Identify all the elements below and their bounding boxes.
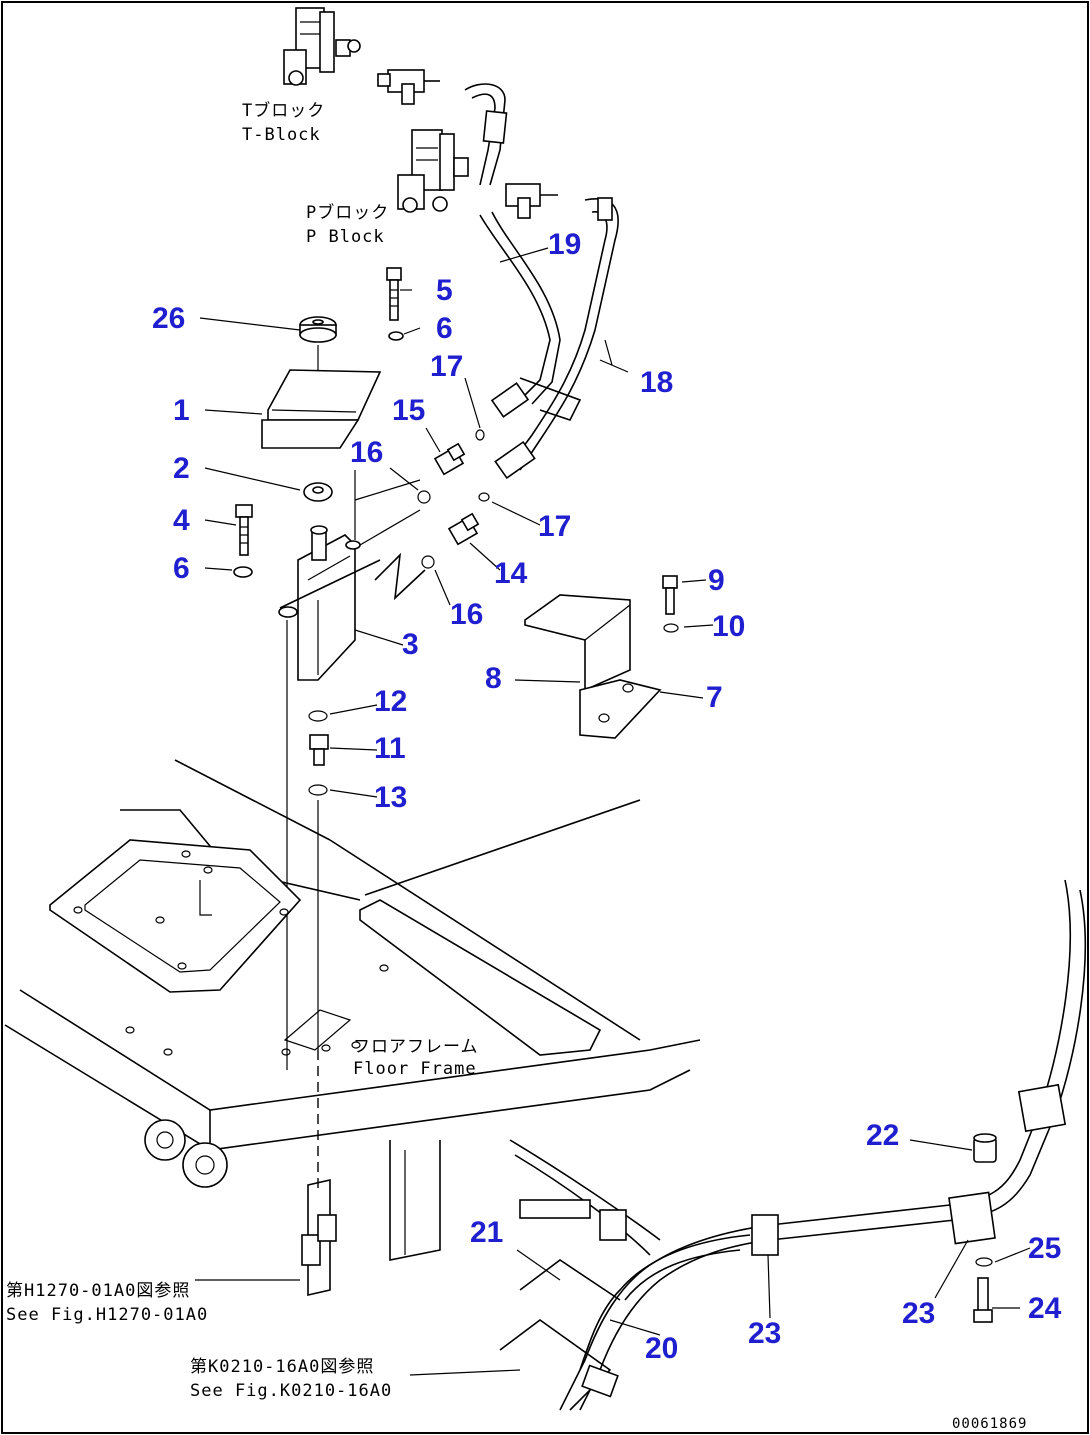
callout-12: 12 [374,685,407,718]
part-24-bolt [973,1277,993,1323]
floor-frame-label-en: Floor Frame [353,1059,477,1079]
t-block-fitting [377,69,440,105]
part-1-cover [261,369,382,449]
o-ring-16-lower [421,555,435,569]
part-23-clamp-left [751,1214,779,1256]
callout-13: 13 [374,781,407,814]
wiring-harness [499,879,1087,1411]
reference-2-en: See Fig.K0210-16A0 [190,1381,392,1401]
callout-23-left: 23 [748,1317,781,1350]
callout-4: 4 [173,504,190,537]
break-symbol [374,552,426,601]
part-2-nut [303,482,333,502]
washer-12 [308,710,328,722]
callout-7: 7 [706,681,723,714]
part-21-connector [519,1199,627,1241]
callout-5: 5 [436,274,453,307]
text-notes: Tブロック T-Block Pブロック P Block フロアフレーム Floo… [6,100,1027,1432]
callout-10: 10 [712,610,745,643]
floor-frame-label-jp: フロアフレーム [353,1037,479,1057]
callout-17-upper: 17 [430,350,463,383]
hose-19 [479,211,561,405]
callout-9: 9 [708,564,725,597]
part-11-switch [309,734,329,766]
part-20-clamp [581,1364,619,1398]
callout-26: 26 [152,302,185,335]
callout-25: 25 [1028,1232,1061,1265]
reference-2-jp: 第K0210-16A0図参照 [190,1357,374,1377]
o-ring-17-lower [478,492,490,502]
callout-2: 2 [173,452,190,485]
p-block-label-jp: Pブロック [306,202,389,223]
frame-pivot [144,1119,441,1261]
p-block-fitting [505,183,558,219]
part-22-spacer [973,1133,997,1163]
part-23-clamp-right [948,1191,996,1245]
callout-20: 20 [645,1332,678,1365]
part-6-washer-lower [233,566,253,578]
part-4-bolt [235,504,253,556]
callout-17-lower: 17 [538,510,571,543]
part-7-bracket [579,679,662,739]
callout-8: 8 [485,662,502,695]
part-25-washer [975,1257,993,1267]
callout-3: 3 [402,628,419,661]
t-block-label-en: T-Block [242,125,321,145]
o-ring-16-upper [417,490,431,504]
callout-16-lower: 16 [450,598,483,631]
callout-23-right: 23 [902,1297,935,1330]
callout-labels: 26 1 2 4 6 5 6 17 15 16 19 18 17 14 16 3… [152,228,1062,1365]
t-block-label-jp: Tブロック [242,100,325,121]
upper-harness-clamp [1017,1083,1067,1133]
part-15-adapter [433,442,466,476]
hose-end-fittings [490,377,582,480]
cable-stub [301,1178,337,1297]
part-5-bolt [386,267,402,321]
callout-1: 1 [173,394,190,427]
p-block-valve [397,129,469,213]
callout-18: 18 [640,366,673,399]
o-ring-17-upper [475,429,485,441]
leader-lines [195,247,1031,1376]
reference-1-jp: 第H1270-01A0図参照 [6,1281,190,1301]
t-block-valve [283,7,361,86]
callout-19: 19 [548,228,581,261]
washer-13 [308,784,328,796]
floor-frame [4,759,701,1151]
part-10-washer [663,623,679,633]
part-3-bracket [278,525,381,681]
p-block-label-en: P Block [306,227,385,247]
part-14-adapter [447,512,480,546]
reference-1-en: See Fig.H1270-01A0 [6,1305,208,1325]
callout-6-lower: 6 [173,552,190,585]
callout-16-upper: 16 [350,436,383,469]
callout-22: 22 [866,1119,899,1152]
drawing-number: 00061869 [952,1416,1027,1432]
part-6-washer-top [388,331,404,341]
callout-21: 21 [470,1216,503,1249]
part-8-bracket [524,594,631,692]
hose-18 [511,197,619,471]
callout-11: 11 [374,732,406,765]
part-9-bolt [662,575,678,615]
callout-24: 24 [1028,1292,1062,1325]
callout-6-upper: 6 [436,312,453,345]
callout-14: 14 [494,557,528,590]
callout-15: 15 [392,394,425,427]
